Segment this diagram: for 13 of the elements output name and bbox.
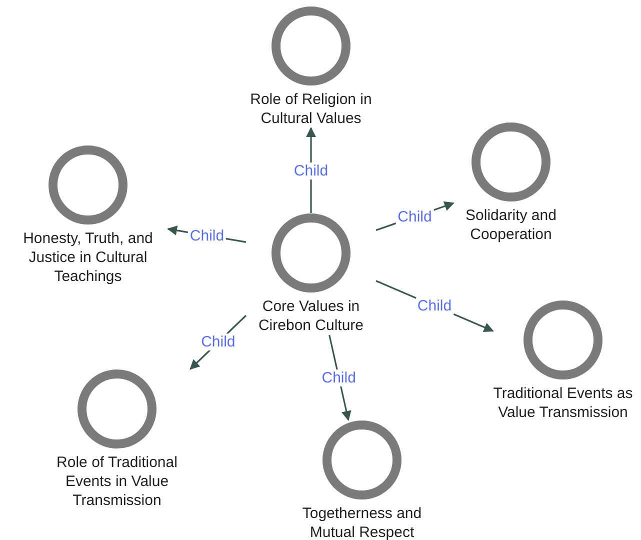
edge-label: Child bbox=[320, 369, 358, 386]
edge-label: Child bbox=[199, 334, 238, 351]
node-label: Role of Traditional Events in Value Transmission bbox=[56, 453, 178, 510]
node-label: Honesty, Truth, and Justice in Cultural Teachings bbox=[22, 229, 154, 286]
node-label: Togetherness and Mutual Respect bbox=[301, 504, 423, 540]
edge-label: Child bbox=[188, 227, 226, 244]
edge-label: Child bbox=[415, 297, 454, 314]
node-label: Traditional Events as Value Transmission bbox=[493, 384, 633, 422]
edge-label: Child bbox=[292, 162, 330, 179]
node-label: Solidarity and Cooperation bbox=[464, 206, 558, 244]
node-label: Core Values in Cirebon Culture bbox=[257, 297, 365, 335]
node-label: Role of Religion in Cultural Values bbox=[249, 90, 373, 128]
edge-label: Child bbox=[396, 208, 434, 226]
